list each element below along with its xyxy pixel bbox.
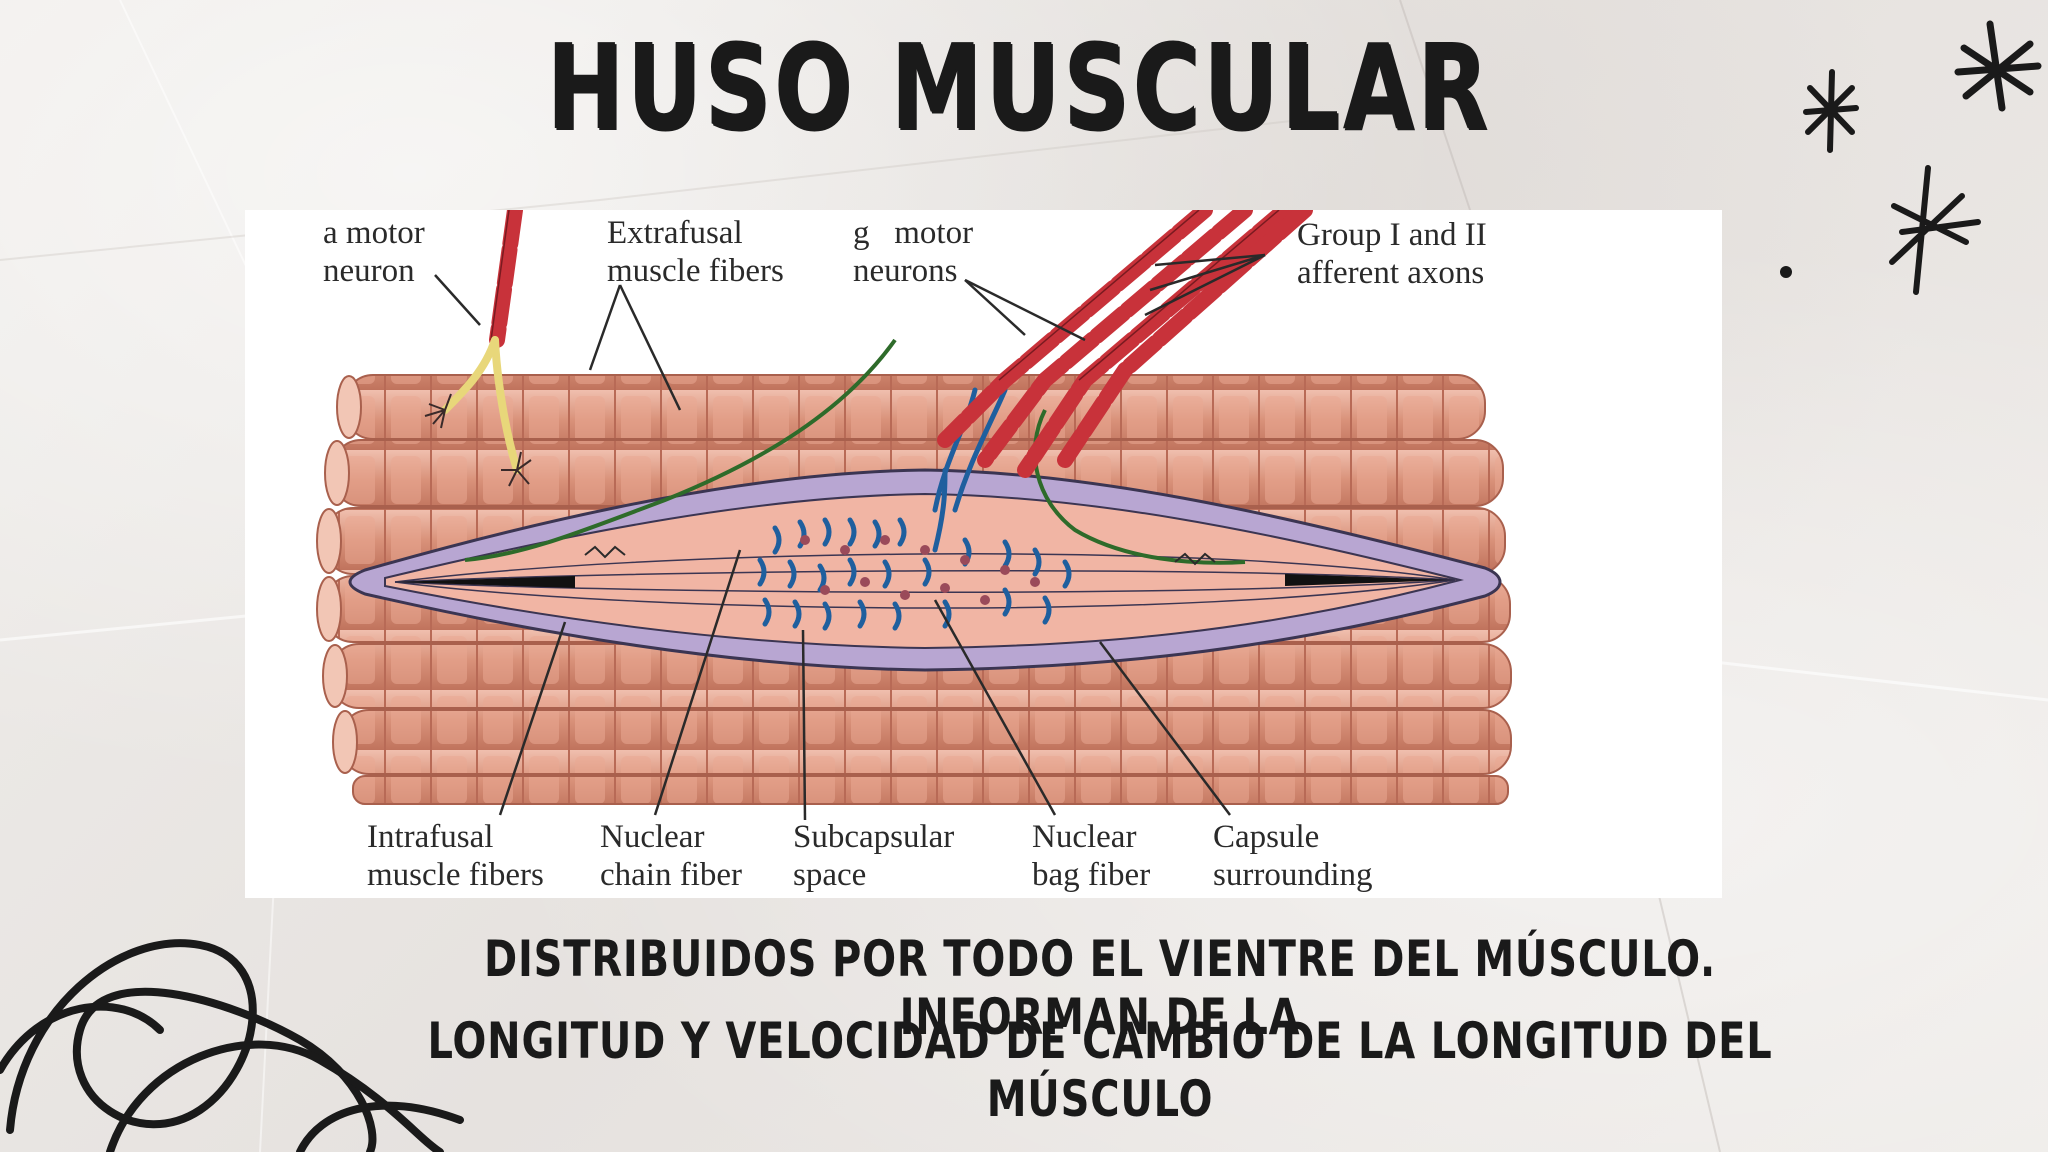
nerve-axons — [489, 210, 1313, 478]
label-nuclear-chain-line1: Nuclear — [600, 819, 705, 855]
label-nuclear-chain-line2: chain fiber — [600, 857, 743, 893]
label-capsule: Capsule surrounding — [1213, 818, 1373, 894]
label-nuclear-bag-fiber: Nuclear bag fiber — [1032, 818, 1150, 894]
label-gamma-motor-neurons: g motor neurons — [853, 214, 973, 290]
label-nuclear-bag-line2: bag fiber — [1032, 857, 1151, 893]
label-capsule-line2: surrounding — [1213, 857, 1373, 893]
alpha-motor-axon — [424, 336, 532, 487]
spindle-nuclei — [800, 535, 1040, 605]
diagram-artwork — [316, 210, 1512, 821]
label-gamma-motor-line1: g motor — [853, 215, 974, 251]
label-afferent-line2: afferent axons — [1297, 255, 1485, 291]
leader-lines — [434, 253, 1266, 821]
label-subcapsular-line2: space — [793, 857, 867, 893]
label-alpha-motor-line2: neuron — [323, 253, 415, 289]
label-intrafusal-line2: muscle fibers — [367, 857, 544, 893]
label-alpha-motor-neuron: a motor neuron — [323, 214, 425, 290]
star-icon — [1803, 69, 1859, 153]
label-nuclear-bag-line1: Nuclear — [1032, 819, 1137, 855]
label-extrafusal-line1: Extrafusal — [607, 215, 743, 251]
caption-line-2: LONGITUD Y VELOCIDAD DE CAMBIO DE LA LON… — [427, 1012, 1773, 1128]
label-afferent-line1: Group I and II — [1297, 217, 1487, 253]
caption-line-1: DISTRIBUIDOS POR TODO EL VIENTRE DEL MÚS… — [483, 930, 1717, 1046]
label-extrafusal-fibers: Extrafusal muscle fibers — [607, 214, 784, 290]
label-gamma-motor-line2: neurons — [853, 253, 958, 289]
label-subcapsular-line1: Subcapsular — [793, 819, 955, 855]
label-subcapsular-space: Subcapsular space — [793, 818, 954, 894]
label-intrafusal-line1: Intrafusal — [367, 819, 494, 855]
star-icon — [1889, 165, 1981, 295]
star-icon — [1954, 20, 2042, 112]
label-capsule-line1: Capsule — [1213, 819, 1320, 855]
spindle-capsule — [348, 468, 1502, 672]
label-nuclear-chain-fiber: Nuclear chain fiber — [600, 818, 742, 894]
muscle-spindle-diagram: a motor neuron Extrafusal muscle fibers … — [245, 210, 1722, 898]
label-alpha-motor-line1: a motor — [323, 215, 425, 251]
label-extrafusal-line2: muscle fibers — [607, 253, 784, 289]
slide-title: HUSO MUSCULAR — [546, 18, 1491, 156]
motor-endplates — [584, 545, 1216, 566]
scribble-icon — [0, 939, 464, 1152]
label-afferent-axons: Group I and II afferent axons — [1297, 216, 1487, 292]
label-intrafusal-fibers: Intrafusal muscle fibers — [367, 818, 544, 894]
dot-icon — [1780, 266, 1792, 278]
